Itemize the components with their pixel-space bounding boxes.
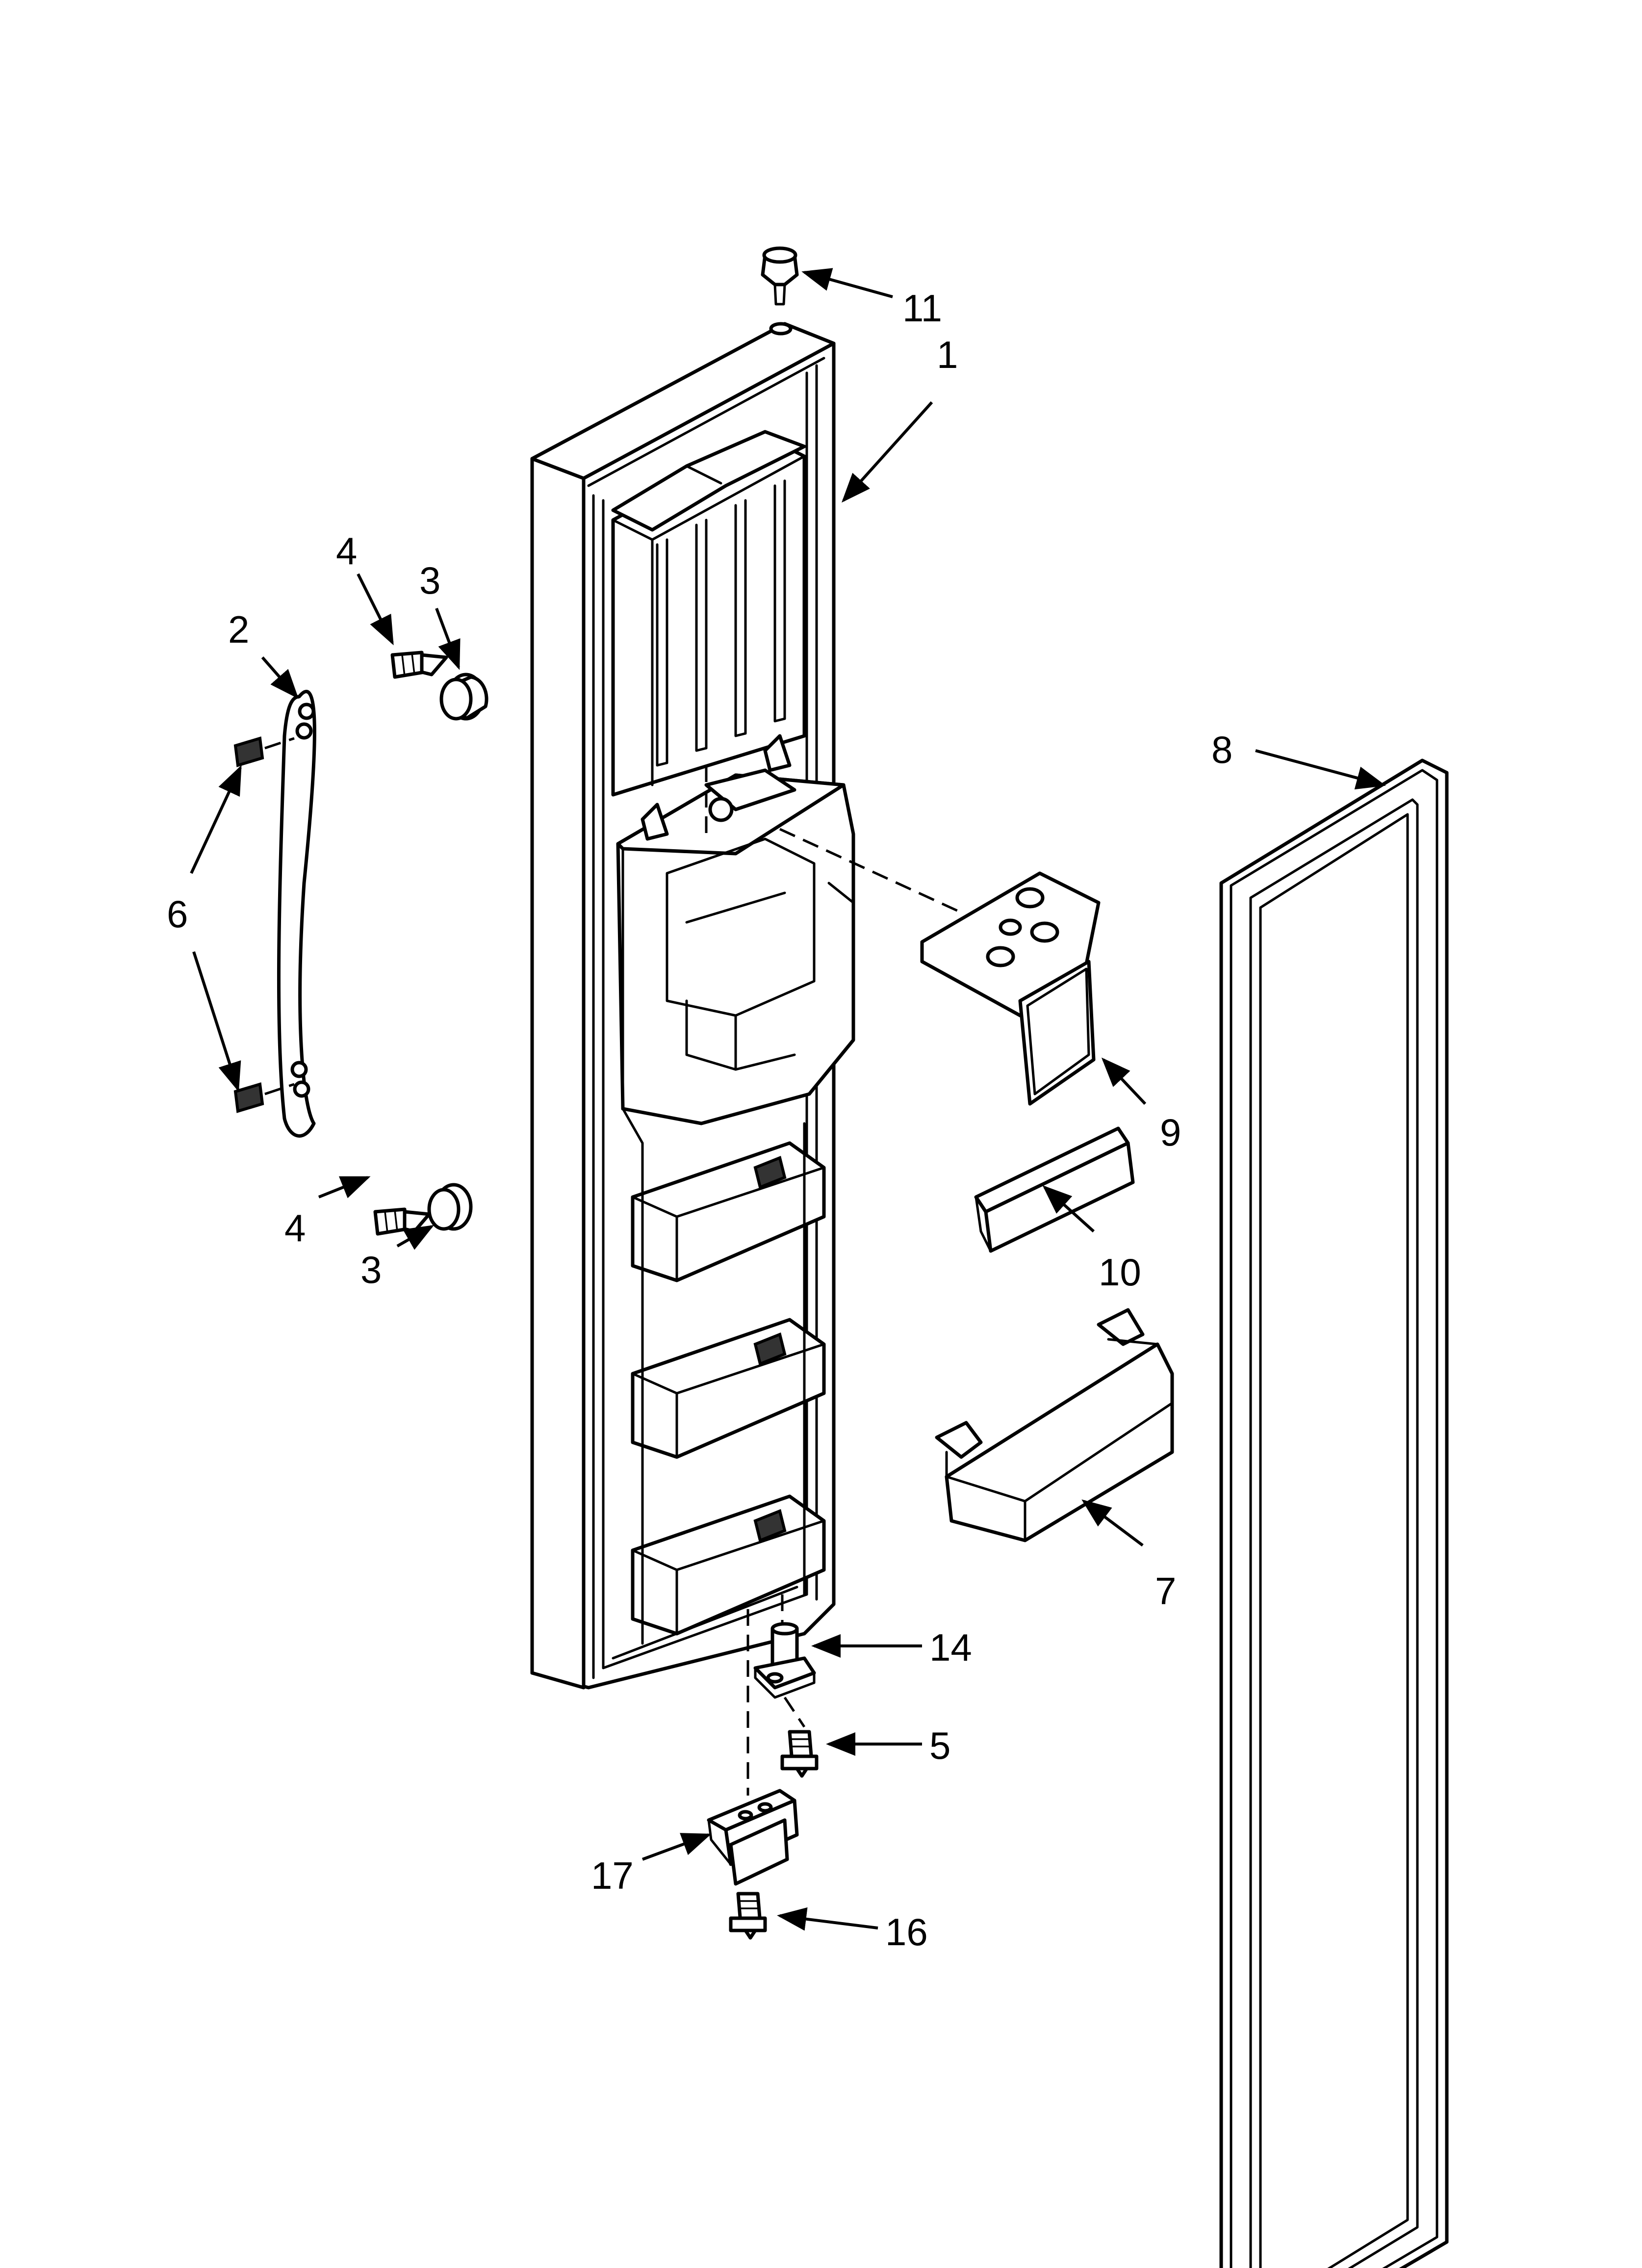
leader-1 xyxy=(841,401,933,503)
leader-6b xyxy=(192,951,241,1092)
trim-strip-part-10 xyxy=(974,1126,1135,1253)
callout-3-lower: 3 xyxy=(360,1248,382,1291)
callout-2: 2 xyxy=(228,608,249,651)
callout-7: 7 xyxy=(1155,1569,1176,1613)
callout-14: 14 xyxy=(929,1626,972,1669)
door-assembly xyxy=(530,322,855,1690)
screw-lower-part-4 xyxy=(373,1207,431,1236)
callout-9: 9 xyxy=(1160,1111,1181,1154)
leader-2 xyxy=(261,656,299,699)
leader-lines xyxy=(190,268,1386,1931)
callout-6: 6 xyxy=(167,892,188,936)
door-bin-part-7 xyxy=(935,1308,1174,1542)
leader-10 xyxy=(1042,1185,1095,1233)
handle-part-2 xyxy=(277,690,316,1138)
leader-7 xyxy=(1081,1499,1144,1547)
leader-6a xyxy=(190,765,242,874)
leader-4b xyxy=(318,1176,371,1199)
callout-16: 16 xyxy=(885,1910,928,1954)
screw-part-5 xyxy=(780,1696,819,1778)
set-screw-upper-part-6 xyxy=(233,736,295,767)
spacer-upper-part-3 xyxy=(439,673,488,721)
leader-9 xyxy=(1101,1057,1147,1105)
set-screw-lower-part-6 xyxy=(233,1082,295,1113)
bracket-part-9 xyxy=(705,765,1101,1106)
callout-3-upper: 3 xyxy=(419,559,440,602)
callout-11: 11 xyxy=(902,287,942,330)
leader-3b xyxy=(396,1225,435,1250)
leader-11 xyxy=(801,268,893,298)
leader-8 xyxy=(1255,749,1386,790)
callout-5: 5 xyxy=(929,1724,950,1767)
screw-part-16 xyxy=(729,1892,767,1940)
callout-10: 10 xyxy=(1099,1251,1141,1294)
callout-labels: 11 1 4 3 2 6 4 3 8 9 10 7 14 5 17 16 xyxy=(167,287,1232,1954)
hinge-pin-part-14 xyxy=(753,1594,816,1699)
spacer-lower-part-3 xyxy=(427,1183,473,1231)
leader-17 xyxy=(641,1833,712,1861)
callout-1: 1 xyxy=(937,333,958,376)
leader-3a xyxy=(435,607,461,670)
callout-4-lower: 4 xyxy=(284,1206,306,1250)
callout-17: 17 xyxy=(591,1854,634,1897)
hinge-bracket-part-17 xyxy=(707,1609,799,1886)
leader-4a xyxy=(357,573,394,646)
callout-8: 8 xyxy=(1211,728,1232,771)
leader-16 xyxy=(777,1907,878,1931)
callout-4-upper: 4 xyxy=(336,529,357,573)
screw-upper-part-4 xyxy=(390,651,448,679)
top-plug-part-11 xyxy=(761,246,799,336)
door-gasket-part-8 xyxy=(1219,758,1449,2268)
